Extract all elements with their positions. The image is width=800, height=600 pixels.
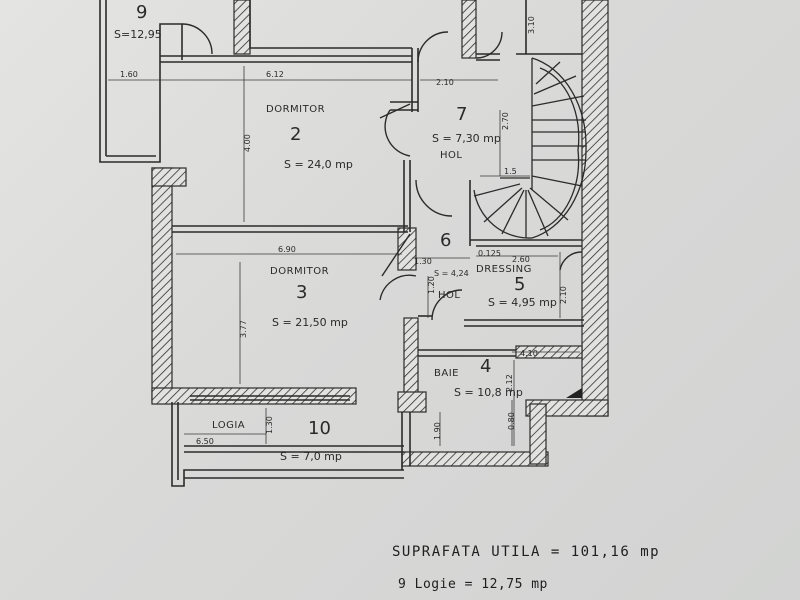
- door-hol7-top: [475, 31, 503, 59]
- door-room3: [379, 274, 417, 301]
- room4-area: S = 10,8 mp: [454, 386, 523, 399]
- dim-1-90: 1.90: [433, 422, 442, 440]
- wall-mid: [397, 227, 417, 271]
- dim-1-5: 1.5: [504, 167, 517, 176]
- dim-0-80: 0.80: [507, 412, 516, 430]
- room3-area: S = 21,50 mp: [272, 316, 348, 329]
- wall-bath-pier: [397, 391, 427, 413]
- room9-number: 9: [136, 2, 147, 23]
- room7-area: S = 7,30 mp: [432, 132, 501, 145]
- room3-number: 3: [296, 282, 307, 303]
- door-dressing: [559, 251, 583, 271]
- room-labels: 9 S=12,95 DORMITOR 2 S = 24,0 mp 7 S = 7…: [114, 2, 557, 463]
- wall-top-mid: [461, 0, 477, 59]
- dim-2-60: 2.60: [512, 255, 530, 264]
- room2-name: DORMITOR: [266, 104, 325, 115]
- wall-bath-right: [529, 403, 547, 465]
- wall-right: [581, 0, 609, 417]
- dim-0-125: 0.125: [478, 249, 501, 258]
- room10-name: LOGIA: [212, 420, 245, 431]
- wall-left: [151, 167, 173, 403]
- room5-name: DRESSING: [476, 264, 532, 275]
- dimension-labels: 1.60 6.12 2.10 2.70 4.00 1.5 6.90 3.77 1…: [120, 16, 568, 446]
- room2-number: 2: [290, 124, 301, 145]
- dim-2-10-top: 2.10: [436, 78, 454, 87]
- partition-walls: [99, 0, 584, 487]
- dim-2-10-right: 2.10: [559, 286, 568, 304]
- room6-name: HOL: [438, 290, 460, 301]
- spiral-staircase: [473, 57, 587, 239]
- dim-1-20: 1.20: [427, 276, 436, 294]
- dim-4-10: 4.10: [520, 349, 538, 358]
- dim-6-90: 6.90: [278, 245, 296, 254]
- room4-number: 4: [480, 356, 491, 377]
- door-room2: [384, 109, 411, 157]
- dim-4-00: 4.00: [243, 134, 252, 152]
- room10-area: S = 7,0 mp: [280, 450, 342, 463]
- room3-name: DORMITOR: [270, 266, 329, 277]
- dim-1-30-logia: 1.30: [265, 416, 274, 434]
- door-bath: [431, 289, 463, 321]
- room2-area: S = 24,0 mp: [284, 158, 353, 171]
- summary-title: SUPRAFATA UTILA = 101,16 mp: [392, 544, 660, 560]
- dimension-lines: [108, 66, 580, 446]
- dim-1-60: 1.60: [120, 70, 138, 79]
- area-summary: SUPRAFATA UTILA = 101,16 mp 9 Logie = 12…: [392, 544, 660, 592]
- dim-6-12: 6.12: [266, 70, 284, 79]
- summary-line-logie: 9 Logie = 12,75 mp: [398, 577, 548, 592]
- room6-area: S = 4,24: [434, 269, 469, 278]
- room5-area: S = 4,95 mp: [488, 296, 557, 309]
- wall-top-left: [233, 0, 251, 55]
- room9-outline: [99, 0, 183, 163]
- wall-bath-bottom: [401, 451, 549, 467]
- room10-number: 10: [308, 418, 331, 439]
- room6-number: 6: [440, 230, 451, 251]
- room4-name: BAIE: [434, 368, 459, 379]
- door-hol7-top-left: [417, 31, 449, 63]
- room9-area: S=12,95: [114, 28, 162, 41]
- dim-3-10: 3.10: [527, 16, 536, 34]
- dim-6-50: 6.50: [196, 437, 214, 446]
- dim-2-12: 2.12: [505, 374, 514, 392]
- door-room9: [181, 23, 213, 55]
- room5-number: 5: [514, 274, 525, 295]
- dim-2-70: 2.70: [501, 112, 510, 130]
- door-hol7-bottom: [415, 179, 453, 217]
- wall-left-top: [151, 167, 187, 187]
- door-swings: [181, 23, 583, 321]
- room7-number: 7: [456, 104, 467, 125]
- structural-walls: [151, 0, 609, 467]
- corner-marker: [566, 388, 582, 398]
- room7-name: HOL: [440, 150, 462, 161]
- dim-3-77: 3.77: [239, 320, 248, 338]
- dim-1-30: 1.30: [414, 257, 432, 266]
